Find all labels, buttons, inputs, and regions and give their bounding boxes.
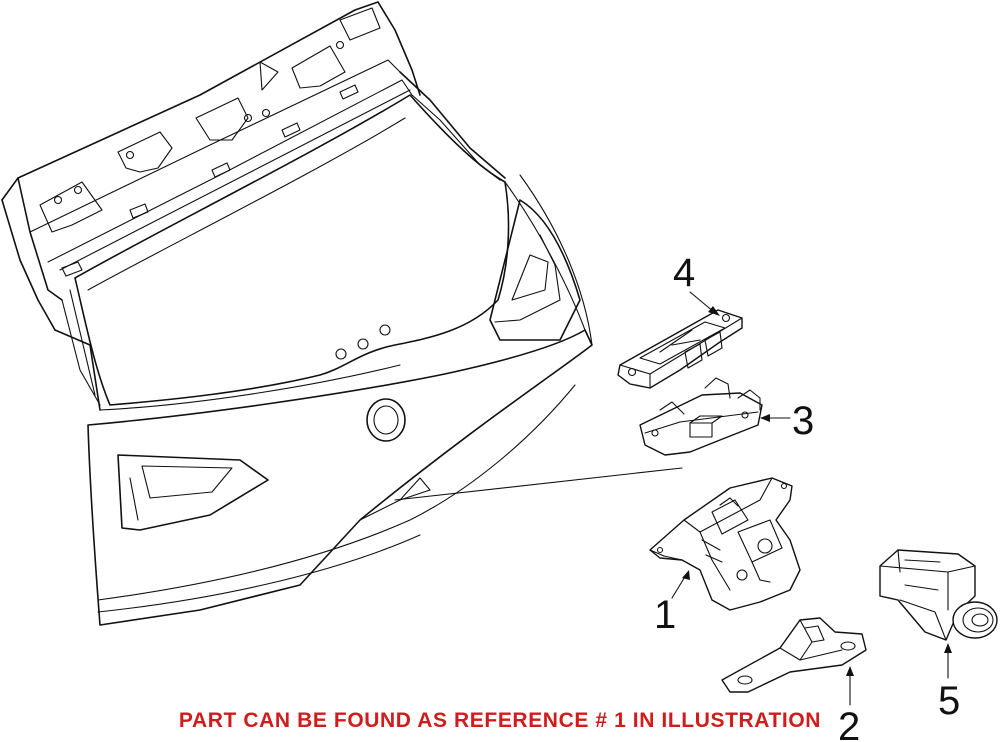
part-2-striker: [721, 617, 867, 693]
part-1-latch: [649, 477, 801, 611]
callout-4: 4: [673, 251, 695, 295]
callout-1: 1: [654, 593, 676, 637]
callout-5: 5: [938, 679, 960, 723]
callout-2: 2: [838, 705, 860, 742]
part-3-bracket: [639, 377, 763, 456]
callout-arrows: [671, 291, 952, 706]
liftgate-assembly: [1, 1, 683, 626]
part-5-sensor: [879, 549, 998, 641]
callout-3: 3: [792, 399, 814, 443]
reference-notice: PART CAN BE FOUND AS REFERENCE # 1 IN IL…: [178, 709, 822, 732]
part-4-bracket: [617, 309, 743, 389]
